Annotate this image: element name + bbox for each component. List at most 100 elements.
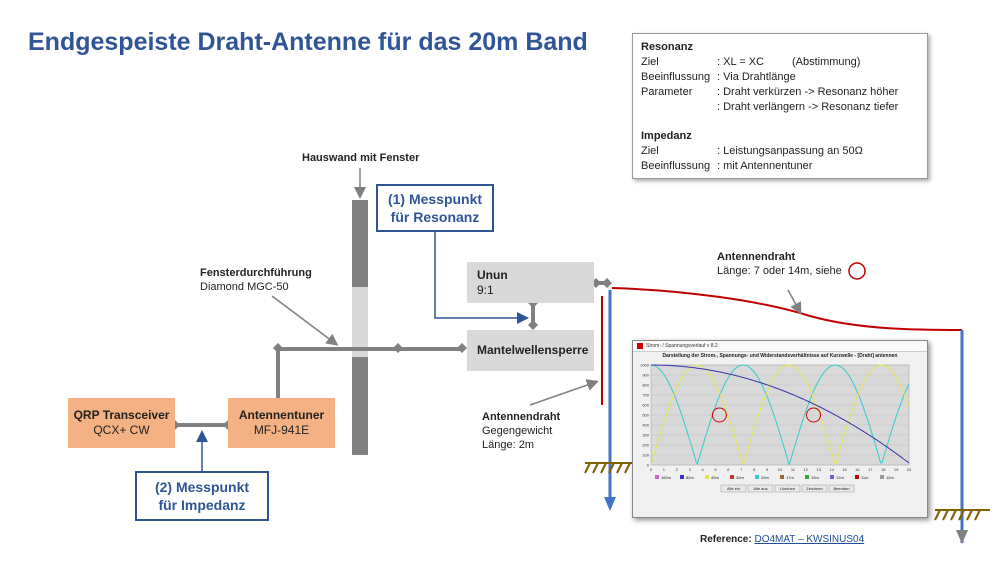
resonance-heading: Resonanz <box>641 41 693 53</box>
counterpoise-title: Antennendraht <box>482 411 561 423</box>
resonance-influence-key: Beeinflussung <box>641 71 711 83</box>
window-opening <box>352 287 368 357</box>
unun-ratio: 9:1 <box>477 282 494 297</box>
x-tick-label: 3 <box>689 467 692 472</box>
tuner-line2: MFJ-941E <box>253 423 310 437</box>
tuner-line1: Antennentuner <box>238 408 325 422</box>
resonance-param-value2: : Draht verlängern -> Resonanz tiefer <box>717 101 899 113</box>
ground-right <box>934 509 990 521</box>
x-tick-label: 18 <box>881 467 886 472</box>
info-box: Resonanz Ziel: XL = XC(Abstimmung) Beein… <box>632 33 928 179</box>
callout-resonance: (1) Messpunkt für Resonanz <box>376 184 494 232</box>
x-tick-label: 5 <box>714 467 717 472</box>
x-tick-label: 9 <box>766 467 769 472</box>
y-tick-label: 300 <box>642 433 649 438</box>
resonance-pointer <box>434 232 529 324</box>
callout-resonance-line1: (1) Messpunkt <box>387 191 483 207</box>
counterpoise-label: Antennendraht Gegengewicht Länge: 2m <box>482 410 560 452</box>
reference: Reference: DO4MAT – KWSINUS04 <box>700 534 864 545</box>
y-tick-label: 1000 <box>640 363 650 368</box>
x-tick-label: 12 <box>804 467 809 472</box>
impedance-goal-key: Ziel <box>641 145 659 157</box>
y-tick-label: 100 <box>642 453 649 458</box>
x-tick-label: 17 <box>868 467 873 472</box>
band-swatch <box>830 475 834 479</box>
band-swatch <box>780 475 784 479</box>
impedance-curve <box>651 364 910 464</box>
screenshot-button-label: Beenden <box>833 486 849 491</box>
voltage-curve <box>650 364 910 466</box>
band-label: 40m <box>711 475 719 480</box>
reference-circle <box>848 262 866 280</box>
software-screenshot: Strom- / Spannungsverlauf v 8.2 Darstell… <box>632 340 928 518</box>
resonance-param-value1: : Draht verkürzen -> Resonanz höher <box>717 86 899 98</box>
antenna-wire <box>611 287 963 331</box>
y-tick-label: 600 <box>642 403 649 408</box>
callout-impedance-line2: für Impedanz <box>158 497 246 513</box>
band-label: 15m <box>811 475 819 480</box>
choke-title: Mantelwellensperre <box>477 343 589 357</box>
antenna-wire-title: Antennendraht <box>717 251 796 263</box>
feedthrough-title: Fensterdurchführung <box>200 267 312 279</box>
band-label: 20m <box>761 475 769 480</box>
y-tick-label: 800 <box>642 383 649 388</box>
y-tick-label: 200 <box>642 443 649 448</box>
impedance-heading: Impedanz <box>641 130 692 142</box>
x-tick-label: 0 <box>650 467 653 472</box>
feedthrough-arrow <box>271 295 339 346</box>
resonance-goal-note: (Abstimmung) <box>791 56 861 68</box>
x-tick-label: 16 <box>855 467 860 472</box>
y-tick-label: 0 <box>647 463 650 468</box>
x-tick-label: 19 <box>894 467 899 472</box>
band-label: 17m <box>786 475 794 480</box>
tuner-box: Antennentuner MFJ-941E <box>228 398 335 448</box>
screenshot-heading: Darstellung der Strom-, Spannungs- und W… <box>662 353 898 359</box>
antenna-wire-subtitle: Länge: 7 oder 14m, siehe <box>717 265 842 277</box>
x-tick-label: 2 <box>676 467 679 472</box>
x-tick-label: 14 <box>829 467 834 472</box>
feedthrough-label: Fensterdurchführung Diamond MGC-50 <box>200 266 312 294</box>
screenshot-titlebar: Strom- / Spannungsverlauf v 8.2 <box>633 341 927 352</box>
x-tick-label: 6 <box>727 467 730 472</box>
band-label: 11m <box>861 475 869 480</box>
antenna-wire-label: Antennendraht Länge: 7 oder 14m, siehe <box>717 250 842 278</box>
screenshot-button-label: Alle aus <box>753 486 767 491</box>
y-tick-label: 900 <box>642 373 649 378</box>
reference-link[interactable]: DO4MAT – KWSINUS04 <box>754 534 865 545</box>
screenshot-button <box>774 484 801 493</box>
band-swatch <box>855 475 859 479</box>
app-icon <box>637 343 643 349</box>
x-tick-label: 20 <box>907 467 912 472</box>
resonance-goal-key: Ziel <box>641 56 659 68</box>
x-tick-label: 1 <box>663 467 666 472</box>
band-label: 12m <box>836 475 844 480</box>
band-swatch <box>805 475 809 479</box>
band-swatch <box>880 475 884 479</box>
band-label: 30m <box>736 475 744 480</box>
band-swatch <box>680 475 684 479</box>
callout-impedance: (2) Messpunkt für Impedanz <box>135 471 269 521</box>
reference-label: Reference: <box>700 534 752 545</box>
callout-resonance-line2: für Resonanz <box>390 209 480 225</box>
ground-left <box>584 462 635 474</box>
impedance-influence-key: Beeinflussung <box>641 160 711 172</box>
resonance-param-key: Parameter <box>641 86 693 98</box>
x-tick-label: 10 <box>778 467 783 472</box>
resonance-influence-value: : Via Drahtlänge <box>717 71 796 83</box>
transceiver-line1: QRP Transceiver <box>73 408 170 422</box>
x-tick-label: 7 <box>740 467 743 472</box>
band-swatch <box>730 475 734 479</box>
y-tick-label: 400 <box>642 423 649 428</box>
counterpoise-line3: Länge: 2m <box>482 439 534 451</box>
impedance-influence-value: : mit Antennentuner <box>717 160 813 172</box>
band-swatch <box>655 475 659 479</box>
screenshot-button-label: Zeichnen <box>806 486 822 491</box>
impedance-goal-value: : Leistungsanpassung an 50Ω <box>717 145 863 157</box>
current-curve <box>650 364 910 466</box>
x-tick-label: 4 <box>701 467 704 472</box>
feedthrough-subtitle: Diamond MGC-50 <box>200 281 289 293</box>
band-label: 160m <box>661 475 672 480</box>
counterpoise-line2: Gegengewicht <box>482 425 553 437</box>
